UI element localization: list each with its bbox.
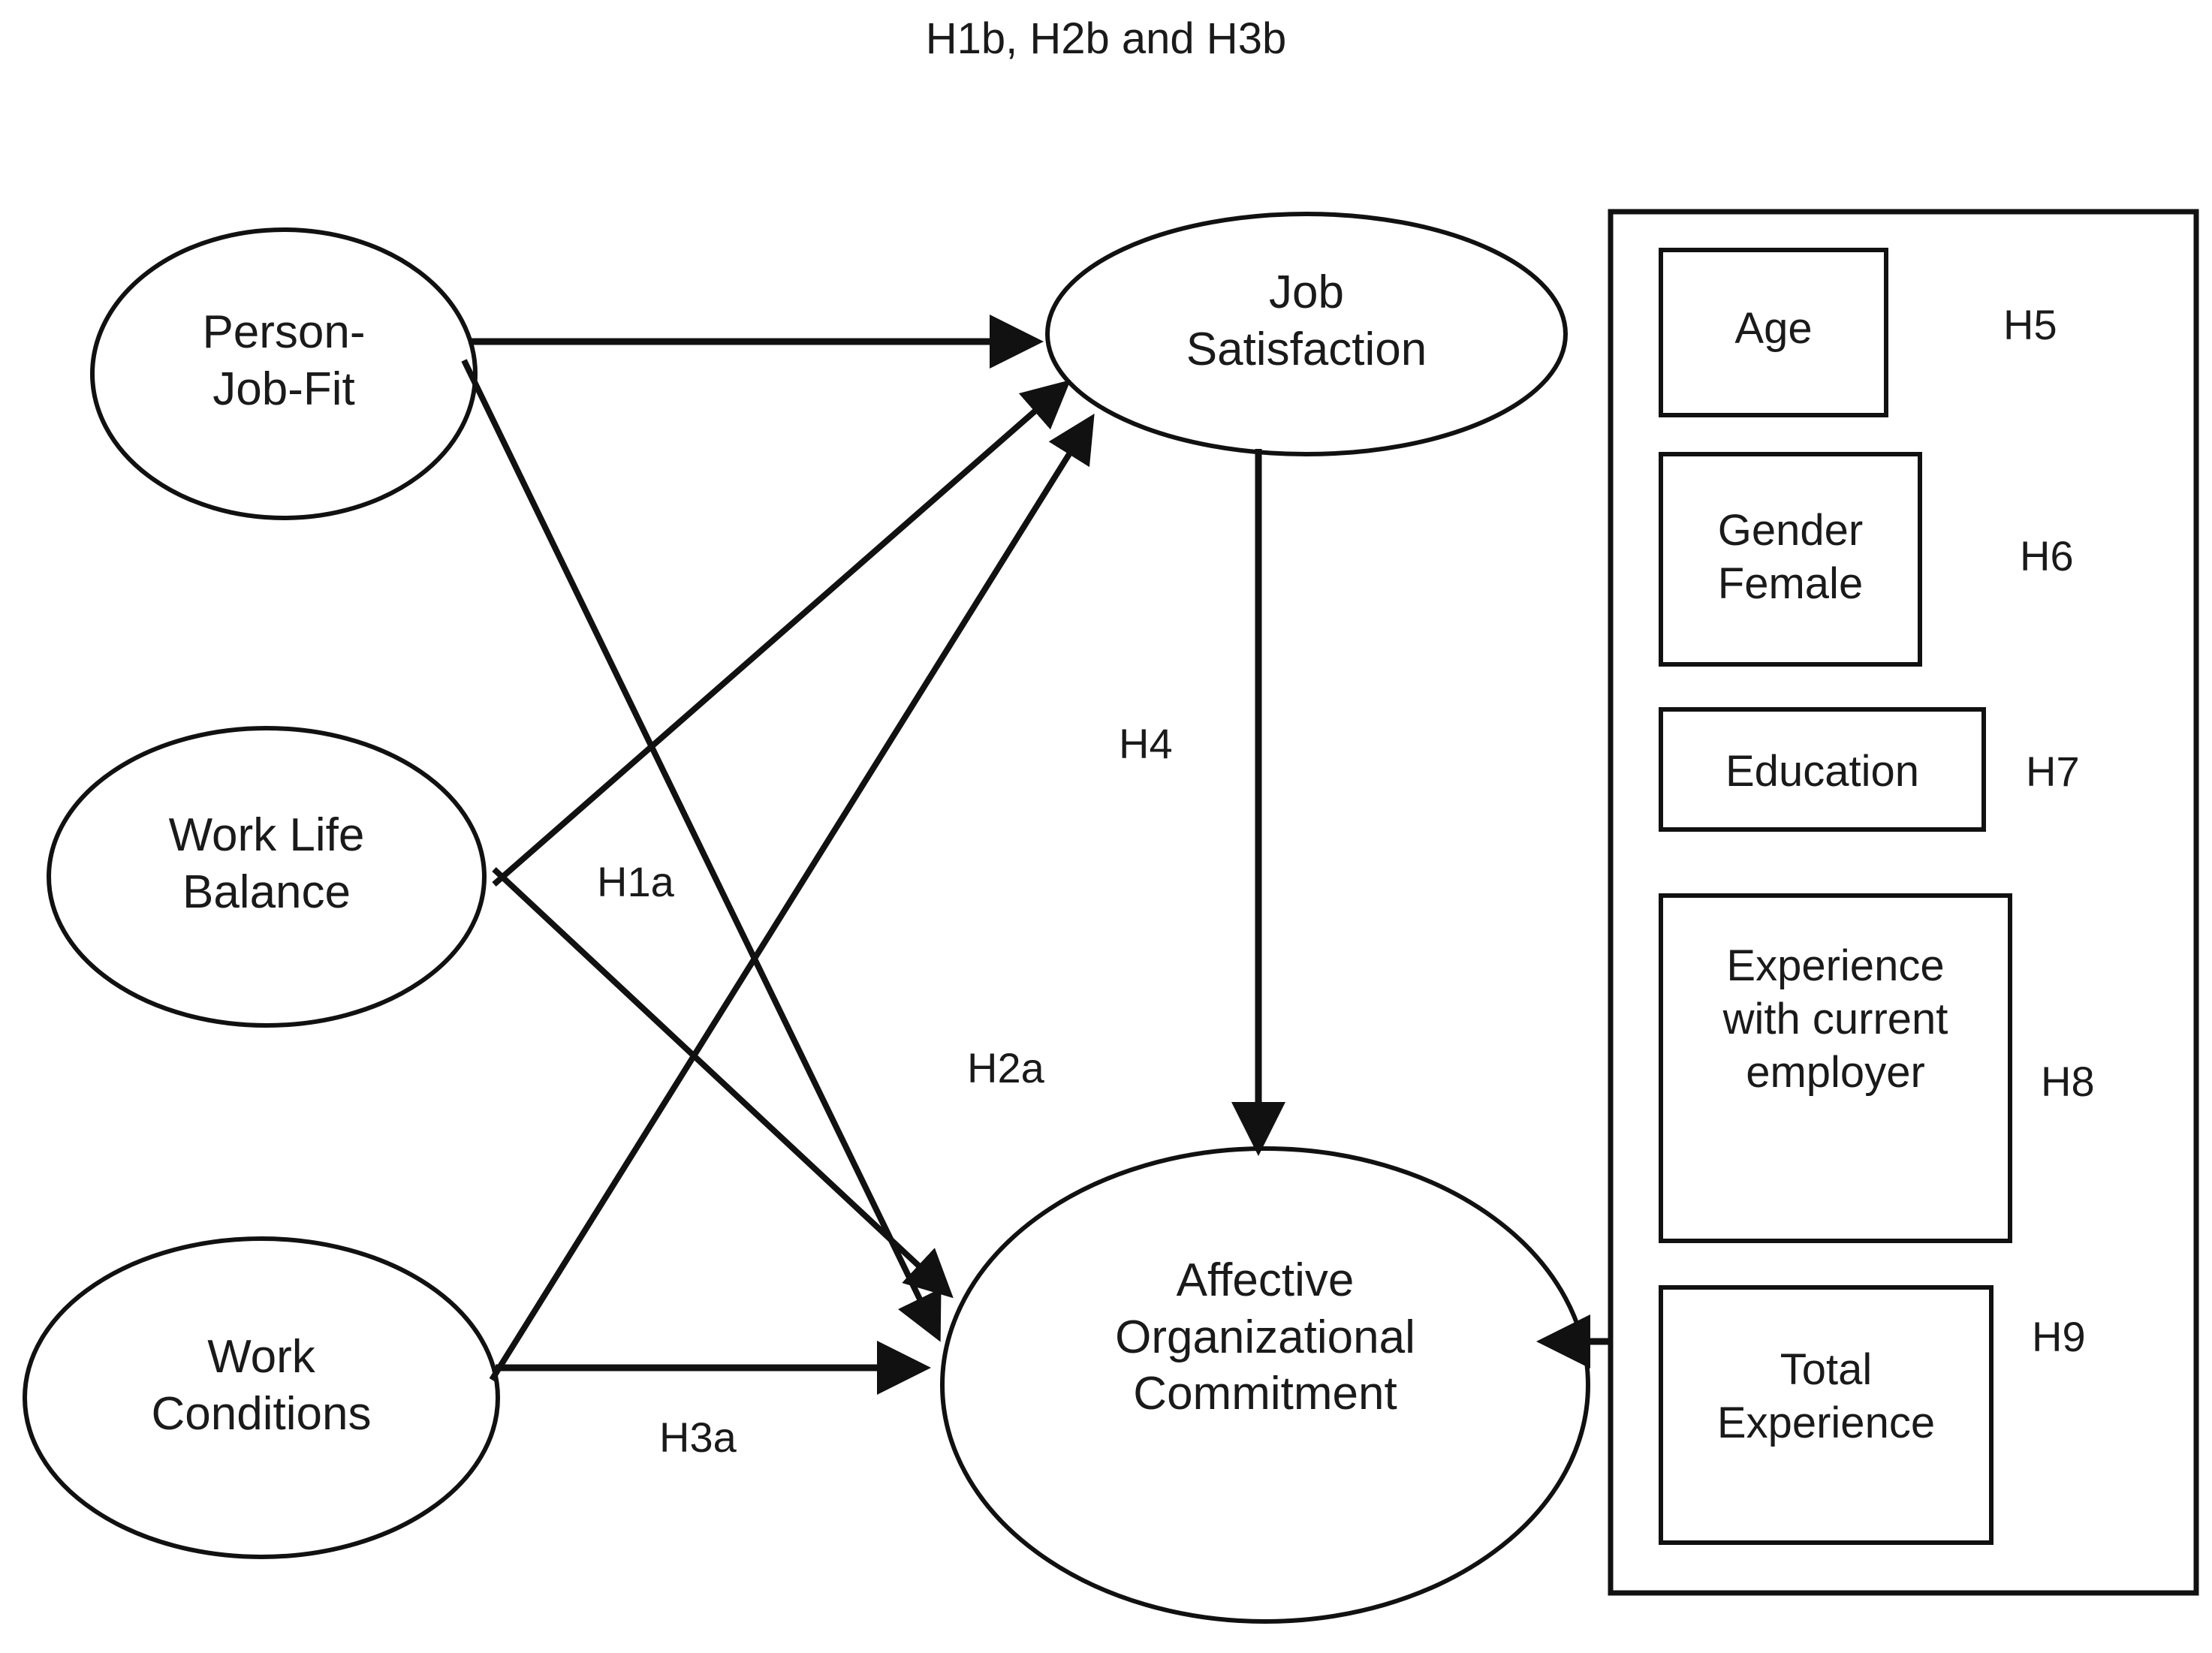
path-h1a-line[interactable] (461, 359, 942, 1342)
control-panel-frame (1608, 209, 2199, 1596)
control-box-experience-with-current-employer[interactable] (1659, 893, 2012, 1243)
ellipse-work-conditions[interactable] (23, 1236, 500, 1559)
hypothesis-label-h7: H7 (2026, 748, 2080, 795)
path-label-h1a: H1a (597, 858, 674, 905)
ellipse-job-satisfaction[interactable] (1045, 212, 1568, 456)
control-box-education[interactable] (1659, 707, 1986, 832)
hypothesis-label-h5: H5 (2003, 301, 2057, 348)
hypothesis-label-h6: H6 (2020, 532, 2074, 580)
ellipse-person-job-fit[interactable] (90, 227, 478, 520)
path-h2b-line[interactable] (492, 379, 1071, 887)
path-label-h4: H4 (1119, 720, 1173, 767)
control-box-total-experience[interactable] (1659, 1285, 1994, 1545)
path-label-h3a: H3a (659, 1414, 737, 1461)
control-box-age[interactable] (1659, 248, 1888, 417)
path-h3b-line[interactable] (489, 413, 1095, 1382)
hypothesis-label-h8: H8 (2041, 1058, 2095, 1105)
control-box-gender-female[interactable] (1659, 452, 1922, 667)
ellipse-affective-organizational-commitment[interactable] (940, 1146, 1590, 1624)
path-label-h2a: H2a (967, 1044, 1044, 1091)
ellipse-work-life-balance[interactable] (47, 726, 487, 1028)
path-h2a-line[interactable] (492, 867, 954, 1299)
figure-title: H1b, H2b and H3b (925, 14, 1287, 63)
hypothesis-label-h9: H9 (2032, 1313, 2086, 1360)
